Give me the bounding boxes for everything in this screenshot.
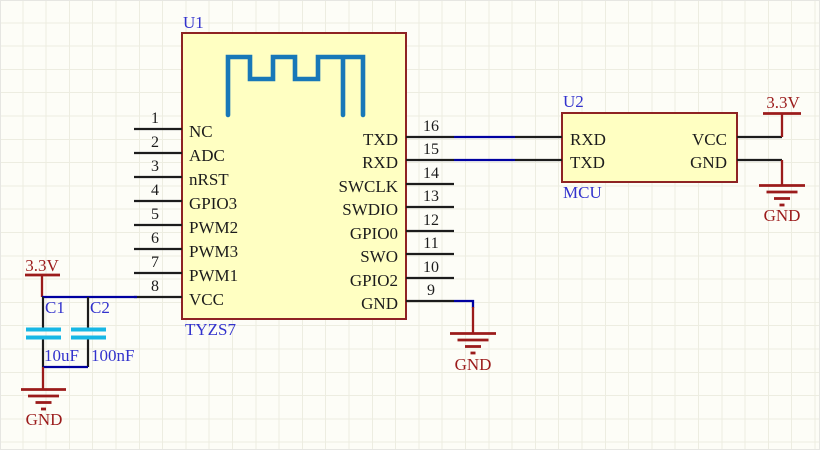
u1-pin9-name: GND bbox=[361, 294, 398, 313]
power-label-gnd-left[interactable]: GND bbox=[25, 410, 63, 429]
u1-pin11-number: 11 bbox=[423, 235, 439, 252]
u1-pin1-name: NC bbox=[189, 122, 213, 141]
u2-designator[interactable]: U2 bbox=[563, 92, 584, 111]
u1-pin5-name: PWM2 bbox=[189, 218, 239, 237]
ground-symbol-right[interactable] bbox=[759, 160, 805, 207]
power-label-gnd-center[interactable]: GND bbox=[454, 355, 492, 374]
u1-pin10-name: GPIO2 bbox=[349, 271, 398, 290]
u1-pin5-number: 5 bbox=[151, 206, 159, 223]
u1-pin12-number: 12 bbox=[423, 212, 439, 229]
u1-pin16-number: 16 bbox=[423, 118, 439, 135]
power-port-3v3-left[interactable] bbox=[25, 273, 60, 297]
u1-pin7-name: PWM1 bbox=[189, 266, 239, 285]
u1-pin6-number: 6 bbox=[151, 230, 159, 247]
u1-pin8-name: VCC bbox=[189, 290, 224, 309]
u2-body bbox=[561, 112, 738, 183]
power-label-3v3-left[interactable]: 3.3V bbox=[25, 256, 59, 275]
component-u2[interactable] bbox=[515, 112, 782, 183]
wire-gnd-pin9[interactable] bbox=[454, 299, 475, 308]
u1-pin14-name: SWCLK bbox=[338, 177, 399, 196]
u1-pin3-number: 3 bbox=[151, 158, 159, 175]
u1-pin2-name: ADC bbox=[189, 146, 225, 165]
u1-pin10-number: 10 bbox=[423, 259, 439, 276]
u1-pin3-name: nRST bbox=[189, 170, 229, 189]
u1-pin4-number: 4 bbox=[151, 182, 159, 199]
capacitor-c1[interactable] bbox=[26, 297, 61, 367]
capacitor-c2[interactable] bbox=[71, 297, 106, 367]
ground-symbol-left[interactable] bbox=[21, 367, 66, 411]
u1-pin13-name: SWDIO bbox=[342, 200, 398, 219]
u1-pin14-number: 14 bbox=[423, 165, 439, 182]
c1-value[interactable]: 10uF bbox=[44, 346, 79, 365]
u2-value[interactable]: MCU bbox=[563, 183, 602, 202]
u1-pin12-name: GPIO0 bbox=[349, 224, 398, 243]
u1-designator[interactable]: U1 bbox=[183, 13, 204, 32]
ground-symbol-center[interactable] bbox=[450, 307, 496, 355]
u2-gnd-name: GND bbox=[690, 153, 727, 172]
u1-pin2-number: 2 bbox=[151, 134, 159, 151]
u1-pin4-name: GPIO3 bbox=[189, 194, 238, 213]
power-label-gnd-right[interactable]: GND bbox=[763, 206, 801, 225]
pcb-antenna-icon bbox=[225, 54, 366, 118]
c2-designator[interactable]: C2 bbox=[90, 298, 110, 317]
u1-pin16-name: TXD bbox=[363, 130, 398, 149]
u1-pin11-name: SWO bbox=[360, 247, 398, 266]
u2-rxd-name: RXD bbox=[570, 130, 606, 149]
u1-pin9-number: 9 bbox=[427, 282, 435, 299]
power-label-3v3-right[interactable]: 3.3V bbox=[766, 93, 800, 112]
u2-vcc-name: VCC bbox=[692, 130, 727, 149]
c1-designator[interactable]: C1 bbox=[45, 298, 65, 317]
u1-pin6-name: PWM3 bbox=[189, 242, 239, 261]
c2-value[interactable]: 100nF bbox=[91, 346, 135, 365]
u1-pin13-number: 13 bbox=[423, 188, 439, 205]
u1-pin1-number: 1 bbox=[151, 110, 159, 127]
component-u1[interactable] bbox=[134, 32, 454, 320]
u2-txd-name: TXD bbox=[570, 153, 605, 172]
u1-value[interactable]: TYZS7 bbox=[185, 320, 236, 339]
u1-pin7-number: 7 bbox=[151, 254, 159, 271]
u1-pin15-number: 15 bbox=[423, 141, 439, 158]
u1-pin15-name: RXD bbox=[362, 153, 398, 172]
u1-pin8-number: 8 bbox=[151, 278, 159, 295]
power-port-3v3-right[interactable] bbox=[763, 112, 801, 138]
